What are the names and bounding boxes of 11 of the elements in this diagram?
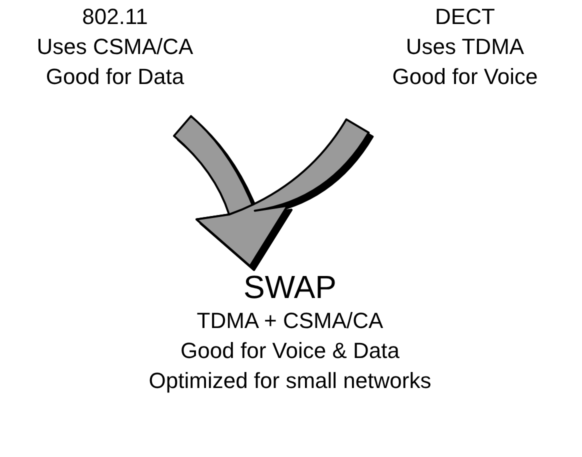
heading-text: SWAP bbox=[242, 268, 338, 306]
node-text: DECT bbox=[434, 3, 496, 31]
node-text: 802.11 bbox=[81, 3, 149, 31]
node-text: Good for Voice & Data bbox=[180, 337, 400, 365]
node-text: Optimized for small networks bbox=[148, 367, 432, 395]
curved-block-arrow bbox=[196, 118, 370, 267]
node-text: Good for Voice bbox=[391, 63, 539, 91]
node-text: Uses TDMA bbox=[404, 33, 526, 61]
node-text: Uses CSMA/CA bbox=[36, 33, 194, 61]
node-text: TDMA + CSMA/CA bbox=[196, 307, 384, 335]
node-text: Good for Data bbox=[44, 63, 186, 91]
